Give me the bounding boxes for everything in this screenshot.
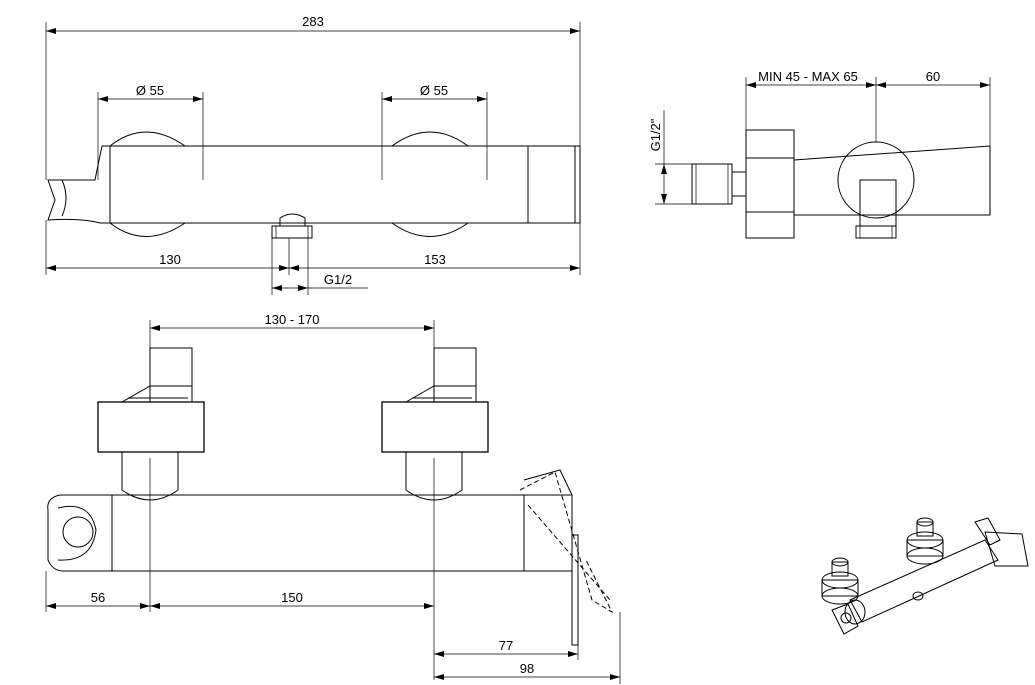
- dim-lever-total: 98: [520, 661, 534, 676]
- dim-side-thread: G1/2": [648, 118, 663, 151]
- isometric-view: [821, 517, 1029, 635]
- dim-outlet-to-right: 153: [424, 252, 446, 267]
- side-view: MIN 45 - MAX 65 60 G1/2": [648, 69, 991, 239]
- dim-knob-diameter-right: Ø 55: [420, 83, 448, 98]
- dim-total-length: 283: [302, 14, 324, 29]
- dim-side-outlet-offset: 60: [926, 69, 940, 84]
- dim-knob-diameter-left: Ø 55: [136, 83, 164, 98]
- front-view: 283 Ø 55 Ø 55 130 153 G1/2: [45, 14, 581, 295]
- dim-side-depth-range: MIN 45 - MAX 65: [758, 69, 858, 84]
- dim-inlet-spacing: 130 - 170: [265, 312, 320, 327]
- dim-outlet-thread: G1/2: [324, 272, 352, 287]
- dim-holder-to-inlet: 56: [91, 590, 105, 605]
- dim-inlet-to-inlet-center: 150: [281, 590, 303, 605]
- top-view: 130 - 170 56 150 77 98: [45, 312, 621, 684]
- dim-left-to-outlet: 130: [159, 252, 181, 267]
- dim-lever-projection: 77: [499, 638, 513, 653]
